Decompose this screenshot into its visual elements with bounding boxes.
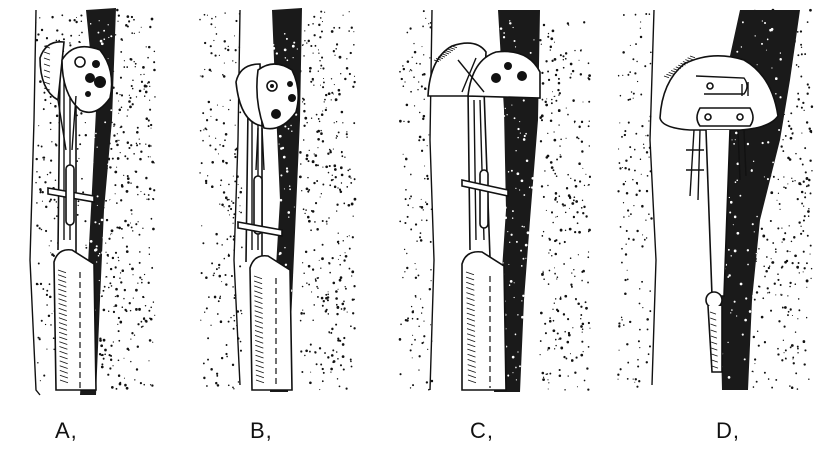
stipple-texture — [539, 21, 591, 391]
lightening-hole — [85, 91, 91, 97]
panel-d — [617, 9, 813, 390]
lightening-hole — [92, 60, 100, 68]
cable-left — [690, 130, 700, 200]
axle-pin — [270, 84, 274, 88]
panel-label-b: B, — [250, 418, 273, 444]
lightening-hole — [94, 76, 106, 88]
lightening-hole — [271, 109, 281, 119]
panel-label-d: D, — [716, 418, 740, 444]
rivet — [737, 114, 743, 120]
stipple-texture — [617, 13, 653, 388]
thumb-loop — [706, 292, 722, 308]
lightening-hole — [287, 81, 293, 87]
lightening-hole — [288, 94, 296, 102]
lightening-hole — [517, 71, 527, 81]
trigger-slot — [66, 165, 74, 225]
trigger-slot — [480, 170, 488, 228]
stipple-texture — [299, 11, 357, 391]
axle-hole — [75, 57, 85, 67]
panel-label-a: A, — [55, 418, 78, 444]
panel-label-c: C, — [470, 418, 494, 444]
stipple-texture — [399, 10, 433, 390]
rock-edge-left — [650, 10, 656, 385]
rivet — [707, 83, 713, 89]
panel-c — [399, 10, 591, 392]
cable-ferrule — [686, 150, 704, 170]
lightening-hole — [504, 62, 512, 70]
rivet — [705, 114, 711, 120]
panel-a — [30, 8, 156, 395]
lightening-hole — [491, 73, 501, 83]
panel-b — [199, 8, 356, 392]
lightening-hole — [85, 73, 95, 83]
lower-sling — [708, 306, 722, 372]
